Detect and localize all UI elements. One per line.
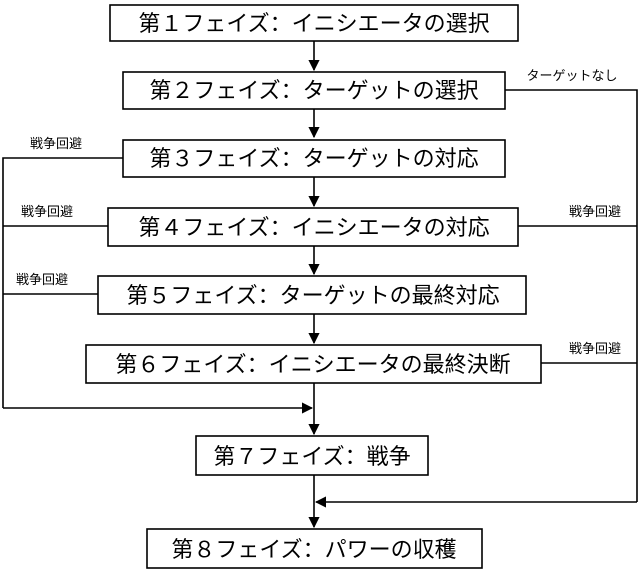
label-avoid-war-p3: 戦争回避	[30, 137, 82, 152]
phase-5-box: 第５フェイズ：ターゲットの最終対応	[97, 275, 527, 315]
phase-8-box: 第８フェイズ：パワーの収穫	[146, 528, 483, 569]
phase-7-label: 第７フェイズ：戦争	[213, 445, 410, 470]
phase-1-box: 第１フェイズ：イニシエータの選択	[109, 4, 519, 42]
phase-8-label: 第８フェイズ：パワーの収穫	[171, 538, 456, 563]
phase-6-label: 第６フェイズ：イニシエータの最終決断	[115, 353, 510, 378]
label-avoid-war-p4-right: 戦争回避	[569, 205, 621, 220]
phase-2-label: 第２フェイズ：ターゲットの選択	[149, 79, 478, 104]
phase-2-box: 第２フェイズ：ターゲットの選択	[122, 71, 506, 110]
label-avoid-war-p4-left: 戦争回避	[21, 205, 73, 220]
phase-4-label: 第４フェイズ：イニシエータの対応	[138, 216, 489, 241]
phase-3-label: 第３フェイズ：ターゲットの対応	[149, 147, 478, 172]
label-avoid-war-p6: 戦争回避	[569, 342, 621, 357]
phase-4-box: 第４フェイズ：イニシエータの対応	[107, 207, 519, 247]
phase-5-label: 第５フェイズ：ターゲットの最終対応	[126, 284, 499, 309]
phase-7-box: 第７フェイズ：戦争	[195, 435, 429, 476]
bypass-right-p2	[505, 89, 638, 502]
label-avoid-war-p5: 戦争回避	[16, 273, 68, 288]
bypass-left-p3	[2, 157, 123, 408]
phase-3-box: 第３フェイズ：ターゲットの対応	[122, 139, 506, 178]
label-no-target: ターゲットなし	[526, 69, 617, 84]
phase-6-box: 第６フェイズ：イニシエータの最終決断	[85, 344, 542, 384]
phase-1-label: 第１フェイズ：イニシエータの選択	[138, 12, 489, 37]
